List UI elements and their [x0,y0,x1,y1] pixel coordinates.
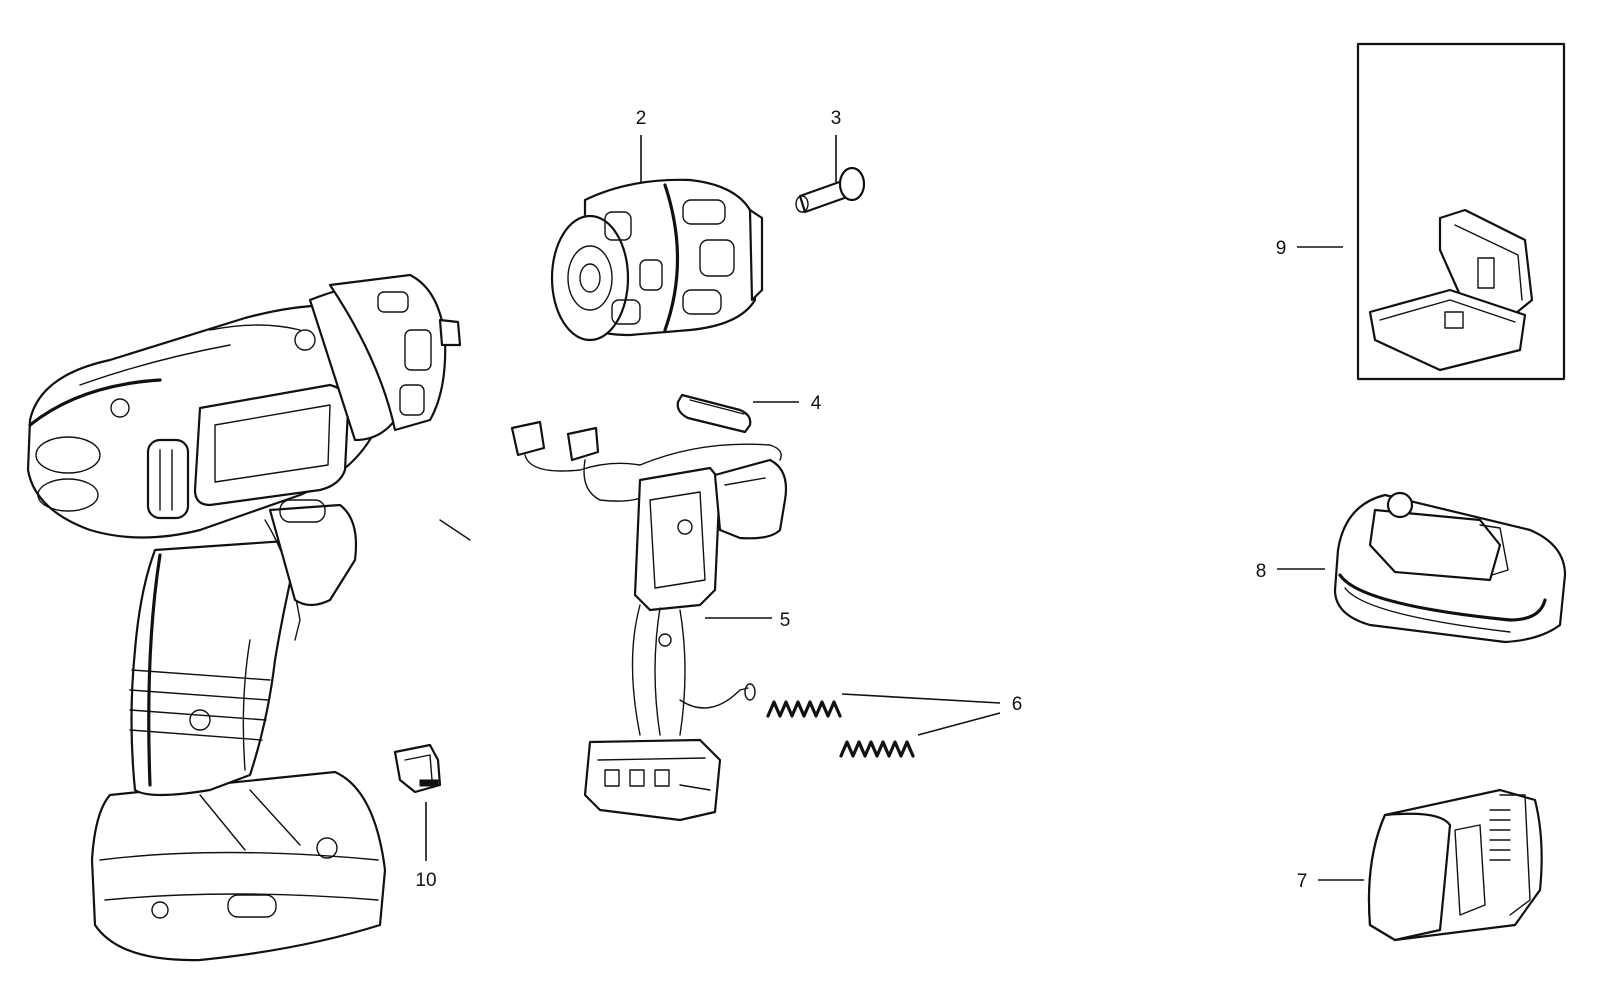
callout-3: 3 [831,108,842,129]
part-5-switch-assembly [510,420,788,822]
part-9-case-box [1356,42,1566,381]
callout-8: 8 [1256,561,1267,582]
drill-housing [26,273,471,962]
part-8-battery-pack [1333,491,1567,644]
callout-7: 7 [1297,871,1308,892]
part-3-screw [795,166,866,214]
part-2-keyless-chuck [550,178,764,342]
callout-9: 9 [1276,238,1287,259]
callout-10: 10 [415,870,436,891]
part-6-springs [766,700,915,758]
leader-6b [917,712,1001,736]
part-7-charger [1367,788,1543,942]
callout-labels: 2 3 4 5 6 7 8 9 10 [415,108,1307,892]
callout-4: 4 [811,393,822,414]
leader-lines [425,135,1364,881]
part-10-clip [393,743,442,794]
part-4-pad [676,393,752,434]
leader-6a [841,693,1001,704]
callout-6: 6 [1012,694,1023,715]
callout-5: 5 [780,610,791,631]
callout-2: 2 [636,108,647,129]
